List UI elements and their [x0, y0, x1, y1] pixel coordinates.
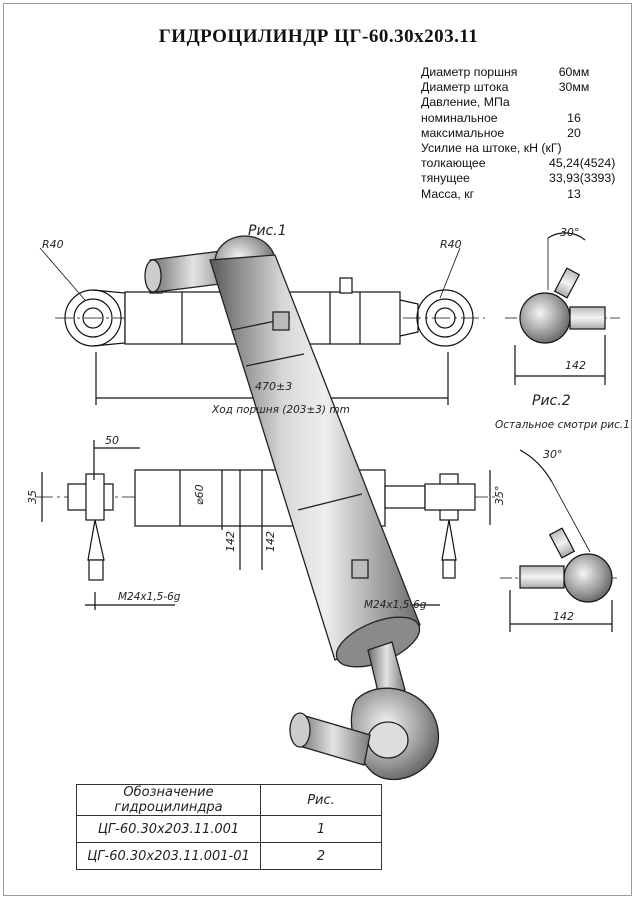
- table-cell: 1: [260, 815, 382, 843]
- spec-label: Масса, кг: [421, 186, 475, 201]
- table-cell: ЦГ-60.30х203.11.001-01: [76, 842, 261, 870]
- designation-table: Обозначение гидроцилиндра Рис. ЦГ-60.30х…: [76, 784, 382, 870]
- spec-label: тянущее: [421, 171, 470, 186]
- height-142-a-label: 142: [224, 531, 237, 552]
- length-label: 470±3: [255, 380, 292, 393]
- thread-right-label: M24x1,5-6g: [364, 599, 427, 611]
- table-cell: 2: [260, 842, 382, 870]
- table-header-cell: Обозначение гидроцилиндра: [76, 784, 261, 816]
- spec-row: тянущее 33,93(3393): [421, 171, 616, 186]
- r40-right-label: R40: [440, 238, 462, 251]
- isometric-cylinder: [144, 235, 440, 781]
- fig2-label: Рис.2: [532, 393, 571, 409]
- spec-label: максимальное: [421, 125, 505, 140]
- spec-label: Давление, МПа: [421, 95, 510, 110]
- table-header-cell: Рис.: [260, 784, 382, 816]
- spec-value: 16: [567, 110, 581, 125]
- spec-value: 45,24(4524): [549, 156, 616, 171]
- angle-30-top-label: 30°: [560, 226, 580, 239]
- spec-label: Диаметр штока: [421, 80, 509, 95]
- spec-row: максимальное 20: [421, 126, 611, 141]
- spec-row: Усилие на штоке, кН (кГ): [421, 141, 611, 156]
- spec-row: Масса, кг 13: [421, 187, 611, 202]
- drawing-sheet-border: [3, 3, 632, 896]
- table-cell: ЦГ-60.30х203.11.001: [76, 815, 261, 843]
- note-label: Остальное смотри рис.1: [495, 419, 630, 431]
- spec-value: 20: [567, 125, 581, 140]
- stroke-label: Ход поршня (203±3) mm: [211, 404, 350, 416]
- width-142-top-label: 142: [565, 359, 586, 372]
- diameter-60-label: ⌀60: [193, 484, 206, 505]
- spec-label: толкающее: [421, 156, 486, 171]
- spec-row: номинальное 16: [421, 111, 611, 126]
- end-view-top: [505, 232, 620, 385]
- spec-label: Усилие на штоке, кН (кГ): [421, 140, 562, 155]
- r40-left-label: R40: [42, 238, 64, 251]
- spec-label: Диаметр поршня: [421, 65, 518, 79]
- table-header-row: Обозначение гидроцилиндра Рис.: [76, 784, 382, 816]
- angle-30-bottom-label: 30°: [543, 448, 563, 461]
- spec-list: Диаметр поршня 60мм Диаметр штока 30мм Дав…: [421, 65, 616, 202]
- spec-row: Давление, МПа: [421, 95, 611, 110]
- spec-row: Диаметр поршня 60мм: [421, 65, 611, 80]
- table-row: ЦГ-60.30х203.11.001 1: [76, 815, 382, 843]
- height-142-b-label: 142: [264, 531, 277, 552]
- drawing-title: ГИДРОЦИЛИНДР ЦГ-60.30х203.11: [158, 26, 479, 47]
- width-50-label: 50: [105, 434, 119, 447]
- spec-value: 60мм: [558, 65, 590, 79]
- height-35-left-label: 35: [26, 490, 39, 504]
- spec-row: Диаметр штока 30мм: [421, 80, 611, 95]
- spec-row: толкающее 45,24(4524): [421, 156, 616, 171]
- width-142-bottom-label: 142: [553, 610, 574, 623]
- spec-value: 33,93(3393): [549, 171, 616, 186]
- thread-left-label: M24x1,5-6g: [118, 591, 181, 603]
- height-35-right-label: 35°: [493, 486, 506, 506]
- table-row: ЦГ-60.30х203.11.001-01 2: [76, 842, 382, 870]
- end-view-bottom: [500, 449, 620, 632]
- spec-label: номинальное: [421, 110, 498, 125]
- spec-value: 30мм: [558, 80, 590, 95]
- fig1-label: Рис.1: [248, 223, 287, 239]
- spec-value: 13: [567, 186, 581, 201]
- side-view-bottom: [35, 440, 500, 610]
